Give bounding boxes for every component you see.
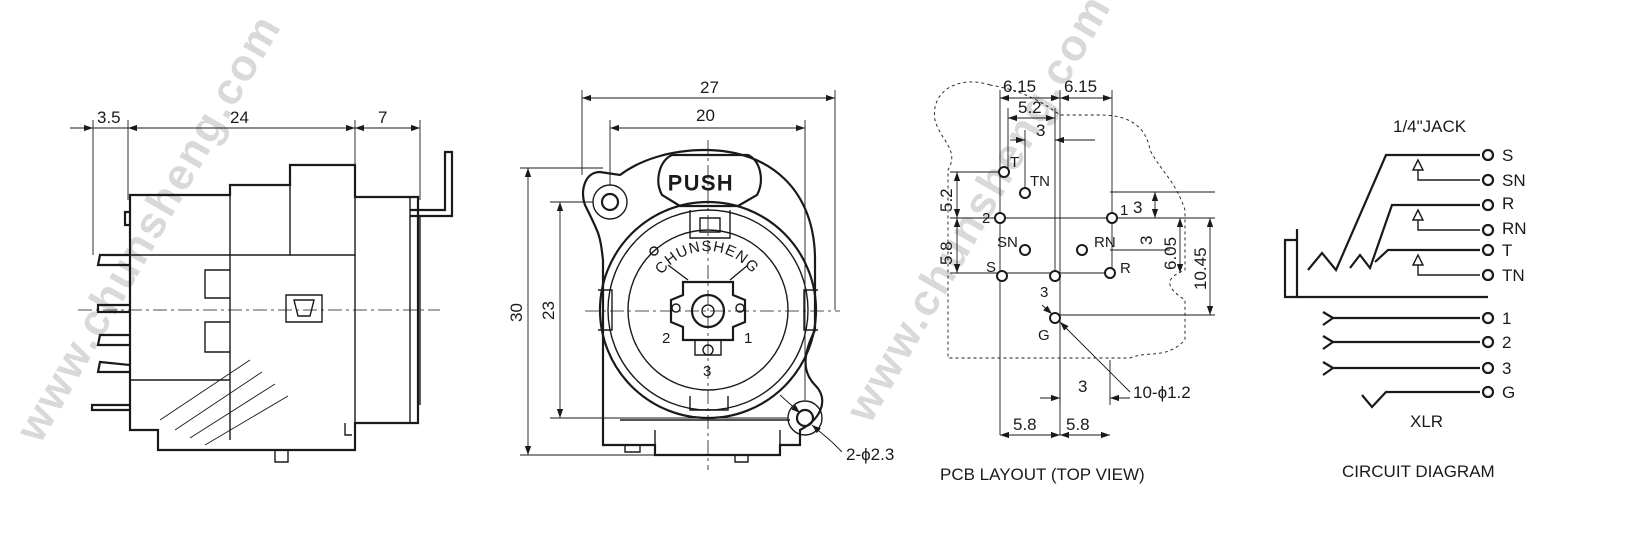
pad-label-r: R (1120, 260, 1131, 277)
dim-pcb-top-inner: 5.2 (1018, 98, 1042, 117)
dim-front-hole: 2-ϕ2.3 (846, 445, 894, 464)
pad-2 (994, 212, 1006, 224)
pad-label-rn: RN (1094, 234, 1116, 251)
pcb-caption: PCB LAYOUT (TOP VIEW) (940, 465, 1145, 484)
pad-label-sn: SN (997, 234, 1018, 251)
watermark-group: www.chunsheng.com www.chunsheng.com (6, 0, 1121, 451)
pad-label-s: S (986, 259, 996, 276)
jack-pin-sn: SN (1502, 171, 1526, 190)
front-pin-1: 1 (744, 330, 752, 347)
pad-label-g: G (1038, 327, 1050, 344)
dim-pcb-top-right: 6.15 (1064, 77, 1097, 96)
jack-pin-r: R (1502, 194, 1514, 213)
circuit-diagram: 1/4"JACK S SN R RN T TN 1 2 (1283, 117, 1527, 481)
pad-1 (1106, 212, 1118, 224)
pad-label-tn: TN (1030, 173, 1050, 190)
xlr-pin-g: G (1502, 383, 1515, 402)
dim-pcb-left-lower: 5.8 (937, 241, 956, 265)
pad-label-2: 2 (982, 210, 990, 227)
dim-pcb-right-b: 6.05 (1161, 237, 1180, 270)
pad-t (998, 166, 1010, 178)
circuit-caption: CIRCUIT DIAGRAM (1342, 462, 1495, 481)
front-pin-3: 3 (703, 363, 711, 380)
pad-label-1: 1 (1120, 202, 1128, 219)
xlr-pin-1: 1 (1502, 309, 1511, 328)
front-view: PUSH CHUNSHENG 2 1 3 27 (507, 78, 894, 470)
pad-label-3: 3 (1040, 284, 1048, 301)
jack-pin-tn: TN (1502, 266, 1525, 285)
xlr-pin-2: 2 (1502, 333, 1511, 352)
dim-pcb-right-c: 10.45 (1191, 247, 1210, 290)
dim-pcb-right-small-b: 3 (1137, 236, 1156, 245)
jack-title: 1/4"JACK (1393, 117, 1467, 136)
jack-pin-t: T (1502, 241, 1512, 260)
jack-pin-s: S (1502, 146, 1513, 165)
pad-label-t: T (1010, 154, 1019, 171)
dim-front-height-outer: 30 (507, 303, 526, 322)
front-pin-2: 2 (662, 330, 670, 347)
xlr-pin-3: 3 (1502, 359, 1511, 378)
dim-pcb-bottom-right: 5.8 (1066, 415, 1090, 434)
dim-side-middle: 24 (230, 108, 249, 127)
dim-front-height-inner: 23 (539, 301, 558, 320)
pad-tn (1019, 187, 1031, 199)
jack-pin-rn: RN (1502, 219, 1527, 238)
pad-r (1104, 267, 1116, 279)
dim-side-right: 7 (378, 108, 387, 127)
dim-front-width-outer: 27 (700, 78, 719, 97)
dim-side-left: 3.5 (97, 108, 121, 127)
dim-pcb-holes: 10-ϕ1.2 (1133, 383, 1191, 402)
side-view: 3.5 24 7 (70, 108, 454, 463)
push-label: PUSH (668, 172, 734, 195)
watermark-text: www.chunsheng.com (6, 6, 291, 451)
pad-s (996, 270, 1008, 282)
pcb-layout: T TN 2 1 SN RN S R 3 G 6.15 6.15 5.2 3 5… (934, 77, 1215, 484)
xlr-title: XLR (1410, 412, 1443, 431)
dim-pcb-top-small: 3 (1036, 121, 1045, 140)
pad-3 (1049, 270, 1061, 282)
watermark-text: www.chunsheng.com (836, 0, 1121, 431)
dim-front-width-inner: 20 (696, 106, 715, 125)
pad-sn (1019, 244, 1031, 256)
dim-pcb-right-a: 3 (1133, 198, 1142, 217)
brand-text: CHUNSHENG (652, 238, 763, 277)
dim-pcb-bottom-small: 3 (1078, 377, 1087, 396)
pad-rn (1076, 244, 1088, 256)
pad-g (1049, 312, 1061, 324)
dim-pcb-left-upper: 5.2 (937, 188, 956, 212)
dim-pcb-bottom-left: 5.8 (1013, 415, 1037, 434)
dim-pcb-top-left: 6.15 (1003, 77, 1036, 96)
